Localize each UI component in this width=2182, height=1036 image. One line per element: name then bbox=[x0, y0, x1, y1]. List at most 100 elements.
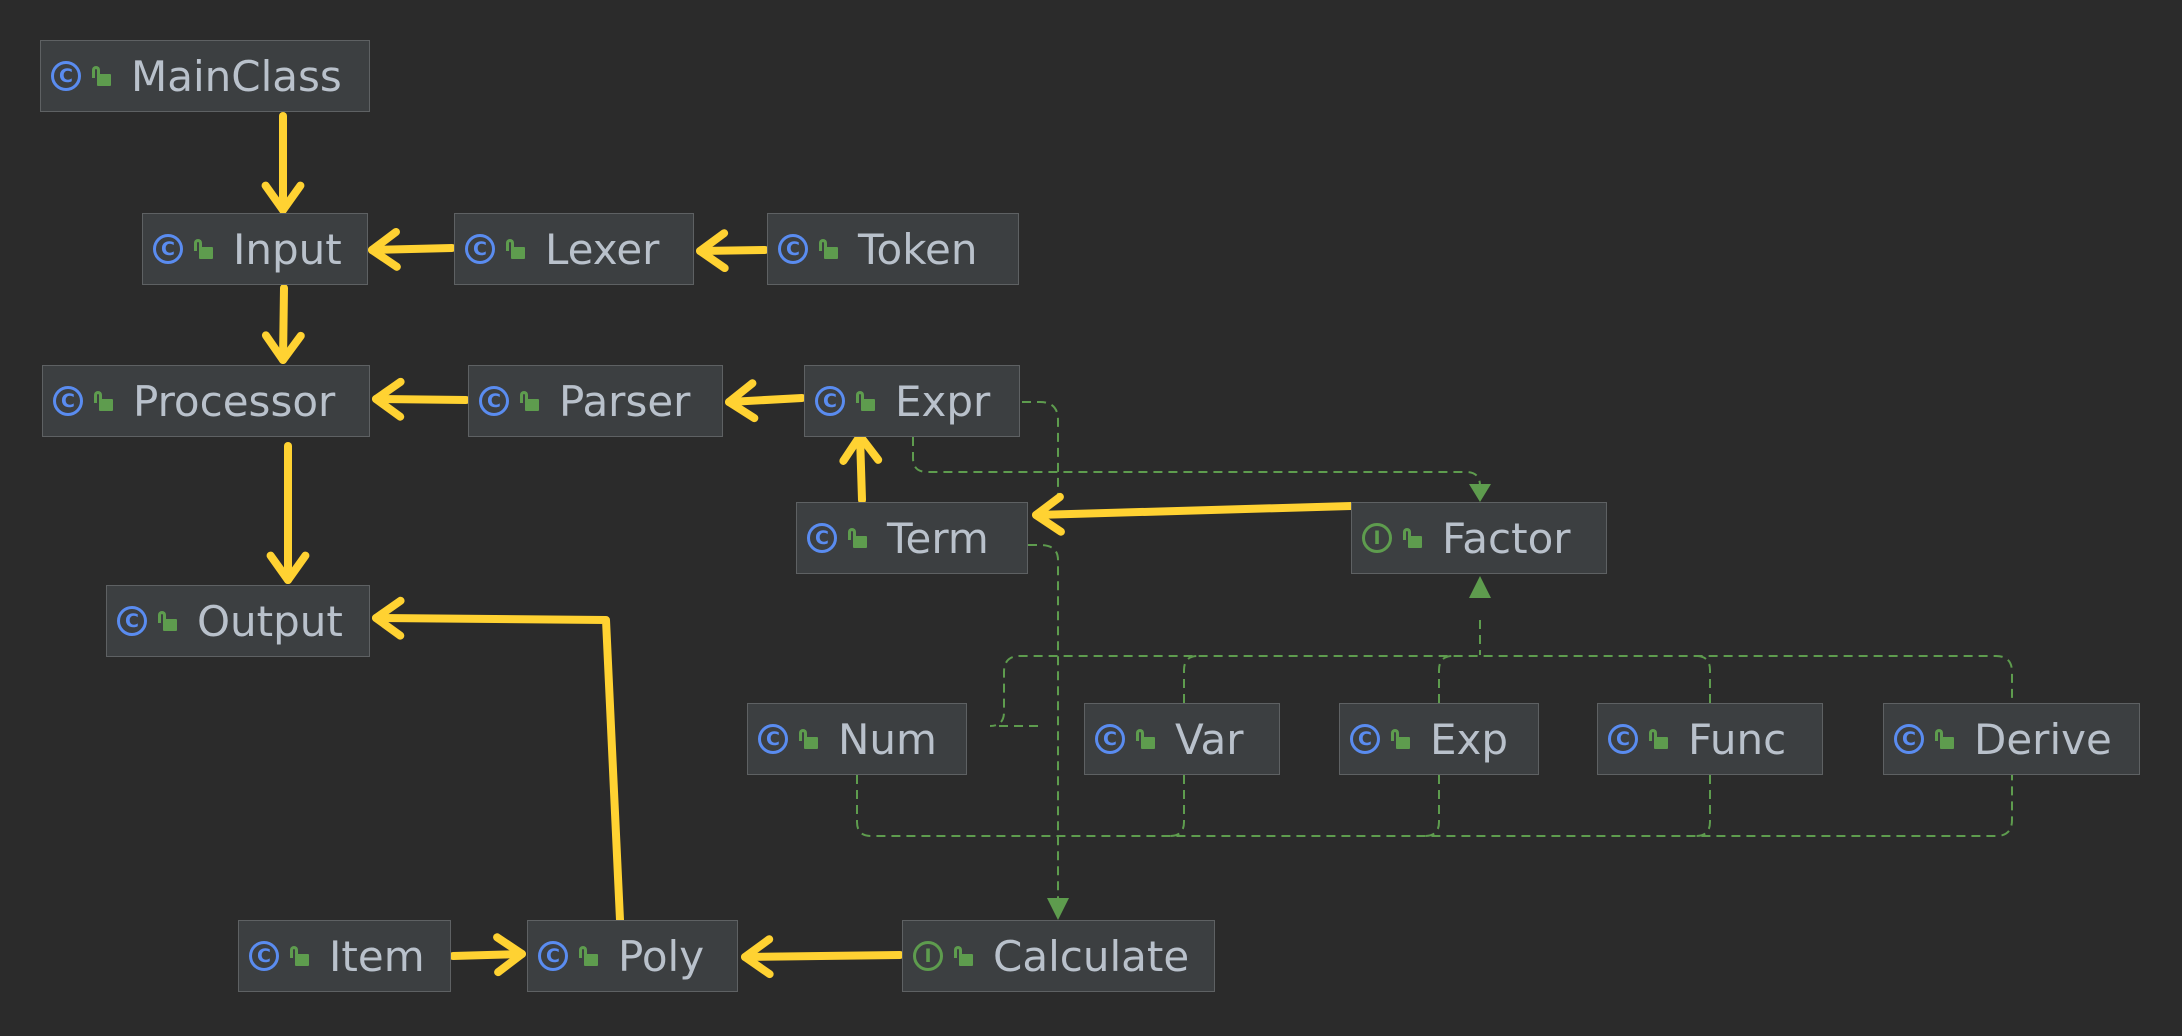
node-term[interactable]: C Term bbox=[796, 502, 1028, 574]
node-poly[interactable]: C Poly bbox=[527, 920, 738, 992]
dependency-factor-to-term bbox=[1032, 502, 1355, 519]
factor-bus bbox=[989, 655, 2013, 727]
node-factor[interactable]: I Factor bbox=[1351, 502, 1607, 574]
dependency-factor-to-term-arrowhead bbox=[1032, 492, 1065, 536]
class-icon: C bbox=[465, 234, 495, 264]
node-label: Num bbox=[838, 714, 937, 764]
public-lock-icon bbox=[798, 728, 820, 750]
dependency-calculate-to-poly bbox=[741, 951, 904, 961]
node-token[interactable]: C Token bbox=[767, 213, 1019, 285]
class-icon: C bbox=[51, 61, 81, 91]
node-var[interactable]: C Var bbox=[1084, 703, 1280, 775]
public-lock-icon bbox=[1648, 728, 1670, 750]
class-icon: C bbox=[538, 941, 568, 971]
calculate-branch-func bbox=[1695, 775, 1711, 837]
node-expr[interactable]: C Expr bbox=[804, 365, 1020, 437]
node-input[interactable]: C Input bbox=[142, 213, 368, 285]
node-label: Parser bbox=[559, 376, 691, 426]
node-label: Derive bbox=[1974, 714, 2112, 764]
node-label: Poly bbox=[618, 931, 705, 981]
node-lexer[interactable]: C Lexer bbox=[454, 213, 694, 285]
class-icon: C bbox=[1608, 724, 1638, 754]
public-lock-icon bbox=[578, 945, 600, 967]
node-label: Exp bbox=[1430, 714, 1509, 764]
interface-icon: I bbox=[1362, 523, 1392, 553]
public-lock-icon bbox=[847, 527, 869, 549]
node-calculate[interactable]: I Calculate bbox=[902, 920, 1215, 992]
public-lock-icon bbox=[818, 238, 840, 260]
node-label: Var bbox=[1175, 714, 1244, 764]
dependency-input-to-processor bbox=[279, 284, 288, 364]
calculate-branch-term bbox=[1028, 544, 1059, 905]
node-label: Lexer bbox=[545, 224, 660, 274]
calculate-branch-exp bbox=[1424, 775, 1440, 837]
dependency-mainclass-to-input-arrowhead bbox=[261, 181, 305, 214]
class-icon: C bbox=[778, 234, 808, 264]
class-icon: C bbox=[479, 386, 509, 416]
dependency-processor-to-output-arrowhead bbox=[266, 551, 310, 584]
dependency-token-to-lexer-arrowhead bbox=[696, 229, 729, 273]
node-processor[interactable]: C Processor bbox=[42, 365, 370, 437]
factor-realization-arrowhead bbox=[1469, 484, 1491, 502]
public-lock-icon bbox=[1934, 728, 1956, 750]
factor-branch-func bbox=[1695, 655, 1711, 703]
class-icon: C bbox=[1894, 724, 1924, 754]
class-icon: C bbox=[807, 523, 837, 553]
node-num[interactable]: C Num bbox=[747, 703, 967, 775]
node-label: Item bbox=[329, 931, 425, 981]
dependency-parser-to-processor bbox=[372, 395, 470, 404]
node-label: Input bbox=[233, 224, 342, 274]
dependency-term-to-expr bbox=[856, 432, 866, 504]
node-label: Calculate bbox=[993, 931, 1190, 981]
public-lock-icon bbox=[157, 610, 179, 632]
node-label: Processor bbox=[133, 376, 336, 426]
node-mainclass[interactable]: C MainClass bbox=[40, 40, 370, 112]
node-label: MainClass bbox=[131, 51, 342, 101]
node-label: Func bbox=[1688, 714, 1787, 764]
node-exp[interactable]: C Exp bbox=[1339, 703, 1539, 775]
node-label: Expr bbox=[895, 376, 991, 426]
node-derive[interactable]: C Derive bbox=[1883, 703, 2140, 775]
class-icon: C bbox=[53, 386, 83, 416]
public-lock-icon bbox=[289, 945, 311, 967]
public-lock-icon bbox=[93, 390, 115, 412]
dependency-item-to-poly-arrowhead bbox=[493, 933, 526, 977]
class-icon: C bbox=[815, 386, 845, 416]
calculate-branch-expr bbox=[1022, 401, 1059, 500]
node-item[interactable]: C Item bbox=[238, 920, 451, 992]
node-label: Factor bbox=[1442, 513, 1571, 563]
calculate-realization-arrowhead bbox=[1047, 898, 1069, 920]
public-lock-icon bbox=[91, 65, 113, 87]
public-lock-icon bbox=[1390, 728, 1412, 750]
class-icon: C bbox=[117, 606, 147, 636]
public-lock-icon bbox=[953, 945, 975, 967]
factor-branch-exp bbox=[1438, 655, 1454, 703]
public-lock-icon bbox=[519, 390, 541, 412]
factor-branch-var bbox=[1183, 655, 1199, 703]
class-icon: C bbox=[153, 234, 183, 264]
dependency-expr-to-parser-arrowhead bbox=[725, 379, 759, 423]
dependency-parser-to-processor-arrowhead bbox=[372, 377, 405, 421]
dependency-calculate-to-poly-arrowhead bbox=[741, 935, 774, 979]
node-label: Term bbox=[887, 513, 989, 563]
class-icon: C bbox=[249, 941, 279, 971]
dependency-poly-to-output-arrowhead bbox=[372, 596, 405, 640]
calculate-bus bbox=[856, 775, 2013, 837]
dependency-token-to-lexer bbox=[696, 246, 769, 255]
dependency-poly-to-output bbox=[372, 614, 624, 924]
public-lock-icon bbox=[855, 390, 877, 412]
class-icon: C bbox=[1350, 724, 1380, 754]
node-label: Output bbox=[197, 596, 343, 646]
class-icon: C bbox=[758, 724, 788, 754]
node-label: Token bbox=[858, 224, 978, 274]
node-func[interactable]: C Func bbox=[1597, 703, 1823, 775]
node-parser[interactable]: C Parser bbox=[468, 365, 723, 437]
node-output[interactable]: C Output bbox=[106, 585, 370, 657]
factor-inheritance-arrowhead bbox=[1469, 576, 1491, 598]
interface-icon: I bbox=[913, 941, 943, 971]
dependency-lexer-to-input bbox=[368, 244, 456, 254]
dependency-input-to-processor-arrowhead bbox=[261, 331, 305, 364]
class-icon: C bbox=[1095, 724, 1125, 754]
